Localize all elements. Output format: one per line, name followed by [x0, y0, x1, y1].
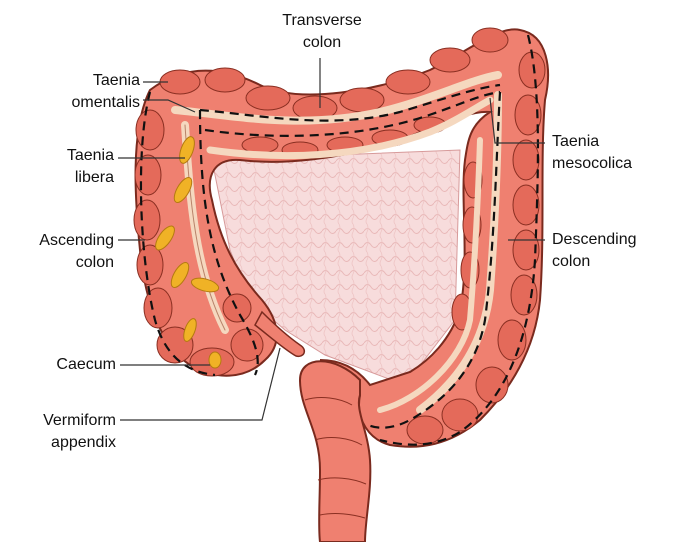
label-taenia-omentalis-line1: Taenia: [20, 70, 140, 92]
label-vermiform-appendix-line2: appendix: [4, 432, 116, 454]
label-descending-colon-line2: colon: [552, 251, 674, 273]
label-ascending-colon: Ascending colon: [4, 230, 114, 274]
label-taenia-omentalis: Taenia omentalis: [20, 70, 140, 114]
label-taenia-mesocolica-line2: mesocolica: [552, 153, 672, 175]
label-taenia-mesocolica-line1: Taenia: [552, 131, 672, 153]
label-caecum: Caecum: [10, 354, 116, 376]
label-taenia-libera: Taenia libera: [20, 145, 114, 189]
label-taenia-omentalis-line2: omentalis: [20, 92, 140, 114]
label-transverse-colon-line2: colon: [252, 32, 392, 54]
label-vermiform-appendix: Vermiform appendix: [4, 410, 116, 454]
label-taenia-libera-line2: libera: [20, 167, 114, 189]
label-ascending-colon-line1: Ascending: [4, 230, 114, 252]
label-transverse-colon-line1: Transverse: [252, 10, 392, 32]
label-ascending-colon-line2: colon: [4, 252, 114, 274]
label-descending-colon: Descending colon: [552, 229, 674, 273]
label-taenia-libera-line1: Taenia: [20, 145, 114, 167]
label-taenia-mesocolica: Taenia mesocolica: [552, 131, 672, 175]
label-transverse-colon: Transverse colon: [252, 10, 392, 54]
label-caecum-line1: Caecum: [10, 354, 116, 376]
sigmoid-colon: [300, 361, 370, 542]
label-vermiform-appendix-line1: Vermiform: [4, 410, 116, 432]
label-descending-colon-line1: Descending: [552, 229, 674, 251]
